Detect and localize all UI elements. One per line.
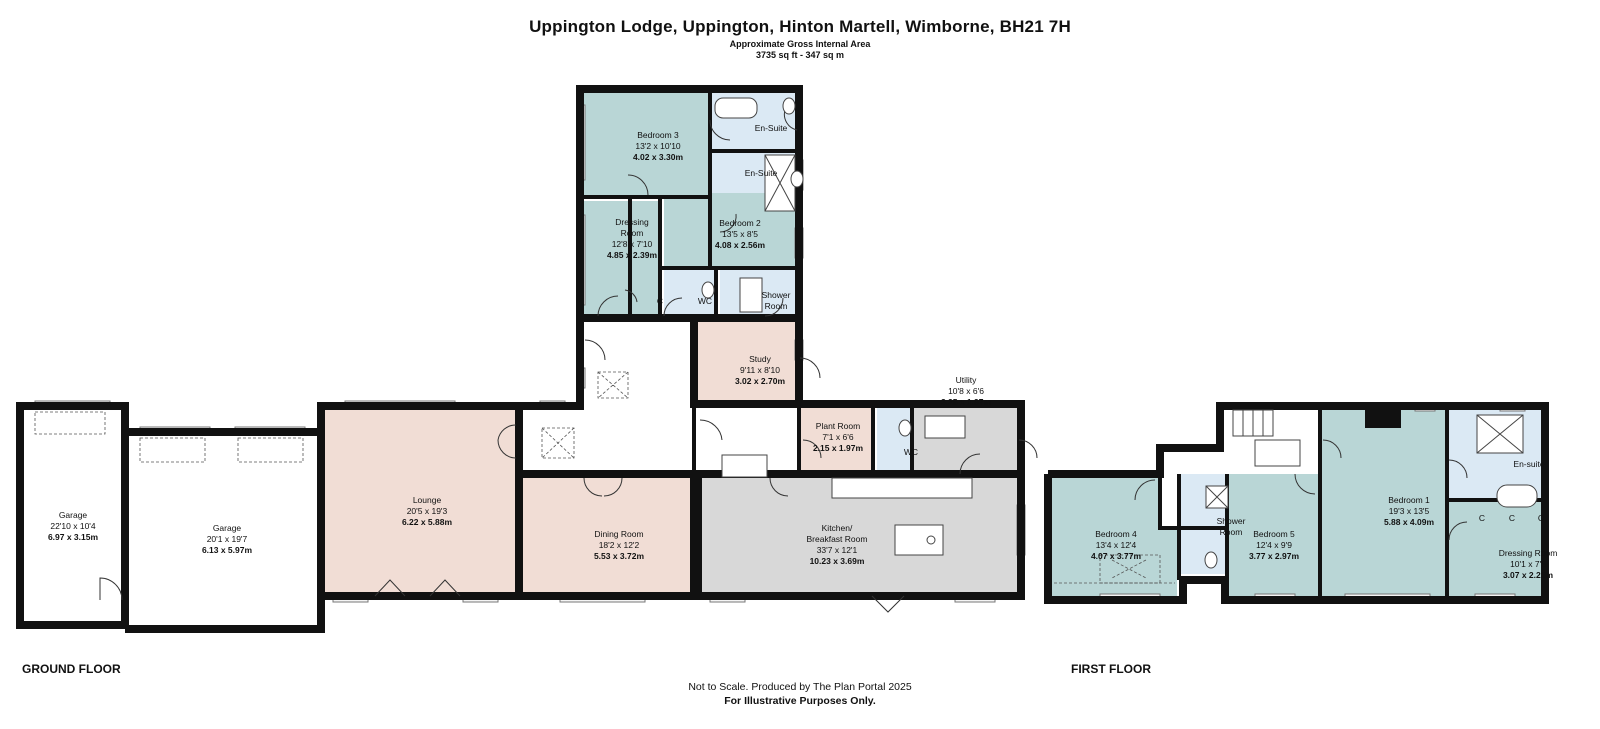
plan-title: Uppington Lodge, Uppington, Hinton Marte… <box>529 17 1071 36</box>
fixtures <box>34 97 1538 584</box>
first-floor-label: FIRST FLOOR <box>1071 662 1151 676</box>
plant-room-fill <box>801 408 873 474</box>
ensuite-1-label: En-Suite <box>755 123 788 133</box>
ground-floor <box>20 93 1545 625</box>
ensuite-2-label: En-Suite <box>745 168 778 178</box>
ground-wc-label: WC <box>904 447 918 457</box>
footer-illustrative: For Illustrative Purposes Only. <box>724 695 876 707</box>
bedroom-4-fill <box>1050 474 1177 596</box>
ff-dressing-fill <box>1449 502 1545 596</box>
garage-2-fill <box>125 432 321 625</box>
bedroom-5-fill <box>1229 474 1318 596</box>
bedroom-1-fill <box>1322 408 1445 596</box>
cupboard-fill <box>628 270 660 316</box>
lounge-fill <box>325 406 519 596</box>
hall-fill <box>523 321 693 474</box>
ff-cupboard-2-label: C <box>1509 513 1515 523</box>
ff-cupboard-3-label: C <box>1538 513 1544 523</box>
cupboard-label: C <box>657 296 663 306</box>
ground-wc-fill <box>877 408 910 474</box>
area-value: 3735 sq ft - 347 sq m <box>755 50 845 60</box>
ff-ensuite-label: En-suite <box>1513 459 1544 469</box>
wc-label: WC <box>698 296 712 306</box>
walls <box>16 85 1549 633</box>
study-fill <box>694 321 797 407</box>
dining-room-fill <box>523 478 690 596</box>
footer-disclaimer: Not to Scale. Produced by The Plan Porta… <box>688 681 912 693</box>
doors <box>99 109 1468 613</box>
ff-cupboard-1-label: C <box>1479 513 1485 523</box>
ground-floor-label: GROUND FLOOR <box>22 662 121 676</box>
garage-1-fill <box>20 406 125 625</box>
area-label: Approximate Gross Internal Area <box>729 39 871 49</box>
bedroom-3-fill <box>582 93 708 197</box>
